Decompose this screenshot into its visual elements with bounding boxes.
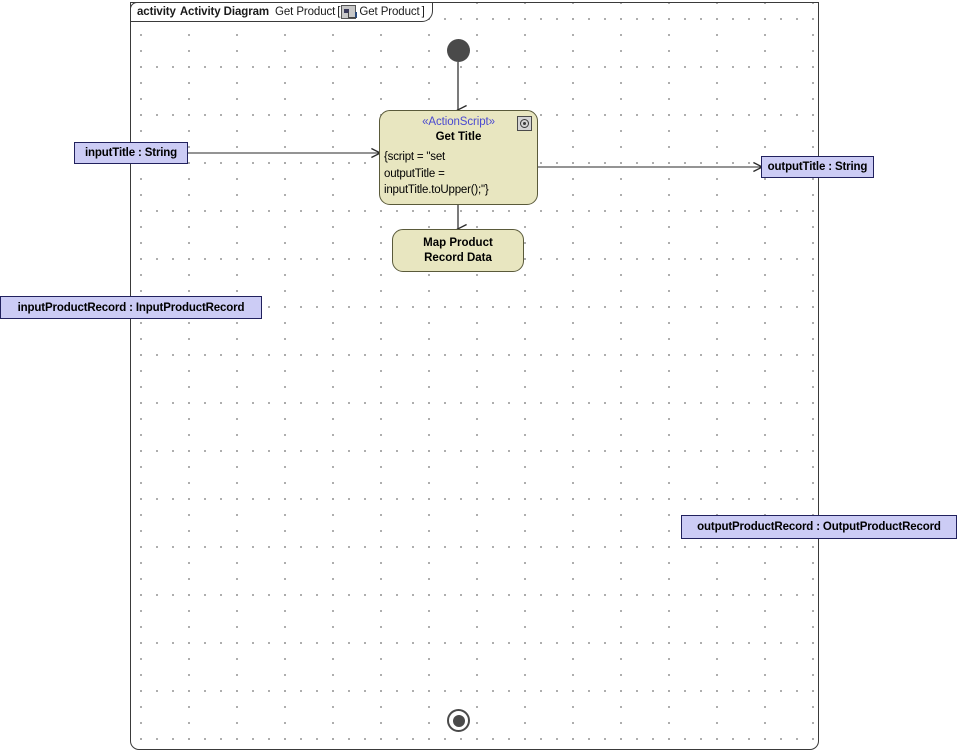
parameter-label: outputTitle : String: [767, 161, 868, 173]
action-name-line1: Map Product: [423, 236, 493, 249]
script-line: outputTitle =: [384, 167, 445, 180]
script-line: {script = "set: [384, 151, 446, 163]
script-line: inputTitle.toUpper();"}: [384, 184, 489, 196]
script-gear-icon: [517, 116, 532, 131]
parameter-node-input-product-record[interactable]: inputProductRecord : InputProductRecord: [0, 296, 262, 319]
frame-open-bracket: [: [337, 6, 341, 18]
parameter-node-output-product-record[interactable]: outputProductRecord : OutputProductRecor…: [681, 515, 957, 539]
parameter-label: inputProductRecord : InputProductRecord: [17, 301, 245, 314]
activity-final-node[interactable]: [447, 709, 470, 732]
action-node-get-title[interactable]: «ActionScript» Get Title {script = "set …: [379, 110, 538, 205]
frame-close-bracket: ]: [421, 6, 425, 18]
action-script-body: {script = "set outputTitle = inputTitle.…: [384, 149, 537, 199]
parameter-label: inputTitle : String: [84, 147, 178, 159]
initial-node[interactable]: [447, 39, 470, 62]
frame-keyword: activity: [137, 6, 176, 18]
frame-title-tab[interactable]: activity Activity Diagram Get Product [ …: [130, 2, 433, 22]
action-stereotype: «ActionScript»: [422, 116, 495, 128]
parameter-node-output-title[interactable]: outputTitle : String: [761, 156, 874, 178]
action-name-line2: Record Data: [424, 251, 492, 264]
frame-parameter-name: Get Product: [359, 6, 420, 18]
frame-diagram-name: Get Product: [275, 6, 336, 18]
parameter-label: outputProductRecord : OutputProductRecor…: [697, 521, 941, 533]
action-node-map-product-record-data[interactable]: Map Product Record Data: [392, 229, 524, 272]
action-name: Get Title: [435, 131, 482, 143]
parameter-node-input-title[interactable]: inputTitle : String: [74, 142, 188, 164]
frame-diagram-type: Activity Diagram: [179, 6, 269, 18]
activity-diagram-icon: [341, 5, 358, 19]
